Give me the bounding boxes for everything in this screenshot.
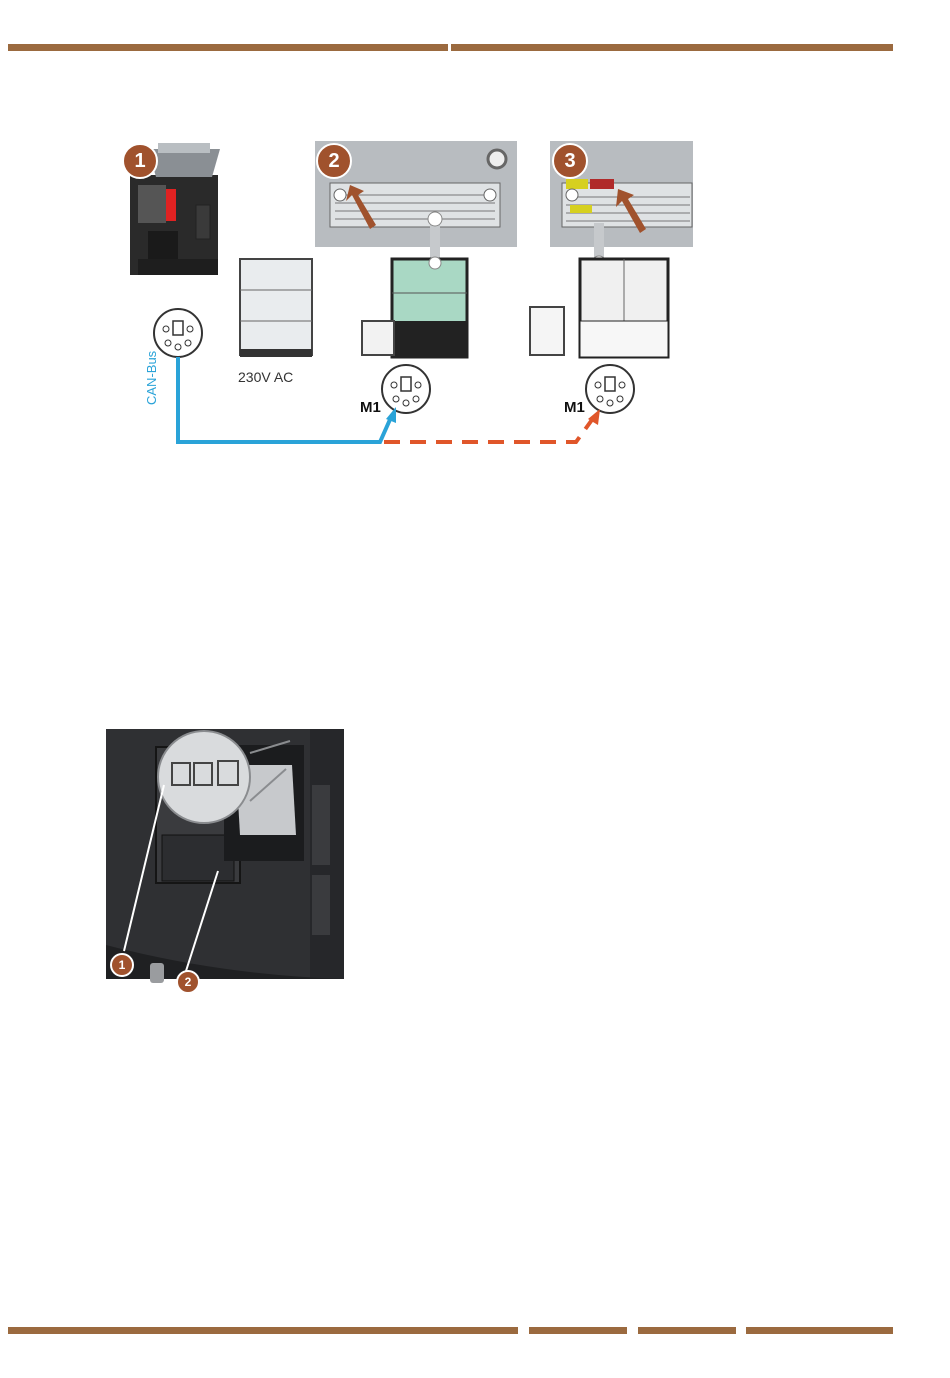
display-cabinet-small <box>240 259 312 357</box>
figure-can-bus-connection: 1 2 3 230V AC CAN-Bus M1 M1 <box>100 135 720 455</box>
figure-connector-cover: 1 2 <box>100 725 350 995</box>
port-label-m1-a: M1 <box>360 399 381 416</box>
cover-callout-2: 2 <box>176 970 200 994</box>
callout-1: 1 <box>122 143 158 179</box>
cover-callout-1: 1 <box>110 953 134 977</box>
power-label: 230V AC <box>238 369 293 385</box>
footer-rule-1 <box>8 1327 518 1334</box>
callout-2: 2 <box>316 143 352 179</box>
footer-rule-3 <box>638 1327 736 1334</box>
header-rule-right <box>451 44 893 51</box>
display-cabinet-3 <box>530 259 668 357</box>
connector-m1-b <box>586 365 634 413</box>
callout-3: 3 <box>552 143 588 179</box>
figure-can-bus-svg <box>100 135 720 455</box>
footer-rule-4 <box>746 1327 893 1334</box>
header-rule-left <box>8 44 448 51</box>
footer-rule-2 <box>529 1327 627 1334</box>
can-bus-label: CAN-Bus <box>144 351 159 405</box>
option-cable-dashed-line <box>384 417 594 442</box>
port-label-m1-b: M1 <box>564 399 585 416</box>
display-cabinet-2 <box>362 257 467 357</box>
connector-can-bus <box>154 309 202 357</box>
connector-m1-a <box>382 365 430 413</box>
figure-connector-cover-svg <box>100 725 350 995</box>
